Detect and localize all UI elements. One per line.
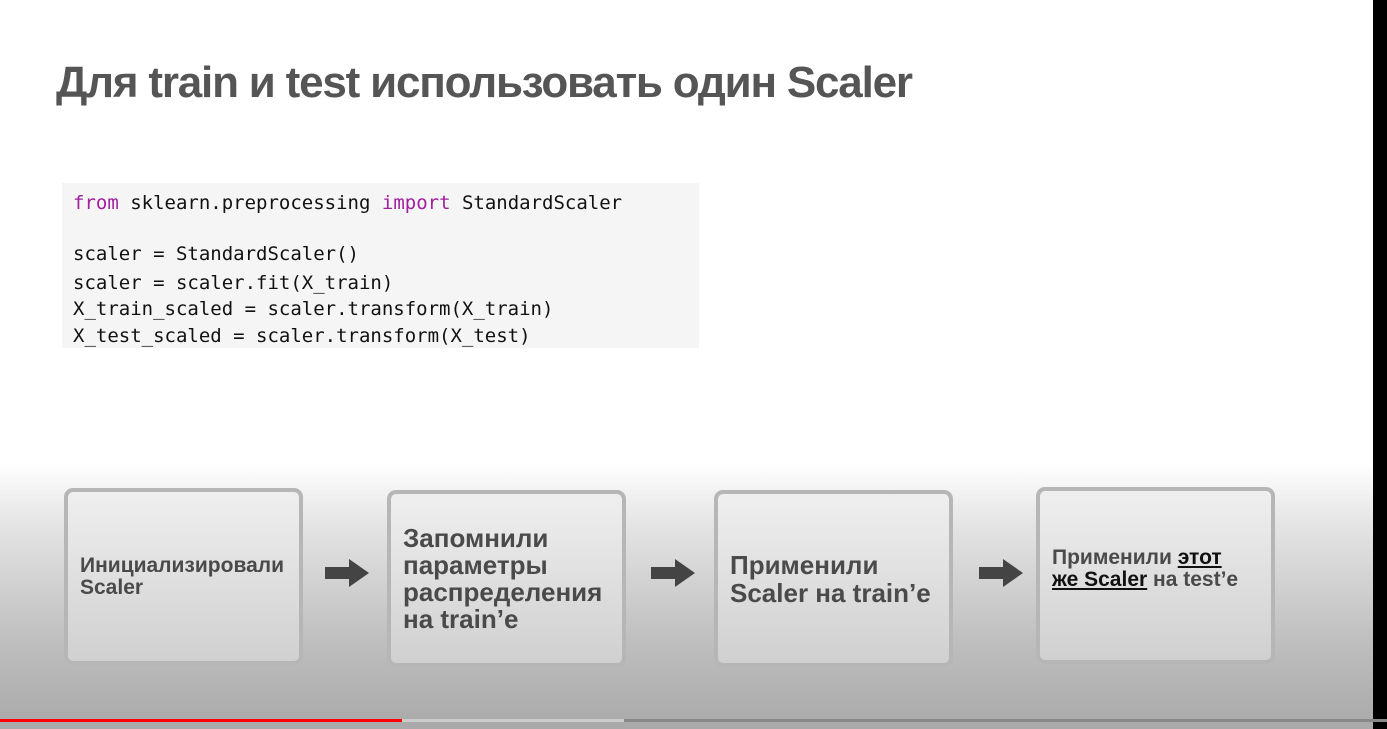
step-4-text: Применили этот же Scaler на test’e [1052,545,1239,605]
code-line-import: from sklearn.preprocessing import Standa… [73,190,622,216]
step-box-initialize: Инициализировали Scaler [64,488,303,665]
step-4-underlined-1: этот [1177,545,1222,569]
imported-name: StandardScaler [450,192,623,214]
step-box-remember-params: Запомнили параметры распределения на tra… [387,490,626,667]
step-1-text: Инициализировали Scaler [80,553,285,599]
code-line-transform-test: X_test_scaled = scaler.transform(X_test) [73,325,531,347]
step-4-post: на test’e [1147,567,1239,591]
code-line-init: scaler = StandardScaler() [73,243,359,265]
step-2-line-2: параметры [403,549,548,580]
step-4-pre: Применили [1052,545,1178,569]
seek-played [0,719,403,722]
step-2-line-4: на train’e [403,603,519,634]
code-line-transform-train: X_train_scaled = scaler.transform(X_trai… [73,298,554,320]
keyword-import: import [381,192,451,214]
code-line-fit: scaler = scaler.fit(X_train) [73,272,394,294]
step-2-line-1: Запомнили [403,522,549,553]
module-name: sklearn.preprocessing [118,192,382,214]
step-3-line-2: Scaler на train’e [730,577,931,608]
step-box-apply-test: Применили этот же Scaler на test’e [1036,487,1275,664]
step-4-underlined-2: же Scaler [1052,567,1148,591]
arrow-right-icon [979,559,1023,587]
keyword-from: from [73,192,119,214]
step-1-line-1: Инициализировали [80,553,285,577]
arrow-right-icon [325,559,369,587]
step-2-line-3: распределения [403,576,603,607]
code-block: from sklearn.preprocessing import Standa… [62,183,699,348]
step-3-text: Применили Scaler на train’e [730,551,931,607]
step-3-line-1: Применили [730,549,879,580]
arrow-right-icon [651,559,695,587]
slide-title: Для train и test использовать один Scale… [56,58,913,107]
step-2-text: Запомнили параметры распределения на tra… [403,522,603,634]
video-seek-bar[interactable] [0,719,1387,722]
seek-track [0,719,1387,722]
step-1-line-2: Scaler [80,575,144,599]
step-box-apply-train: Применили Scaler на train’e [714,490,953,667]
